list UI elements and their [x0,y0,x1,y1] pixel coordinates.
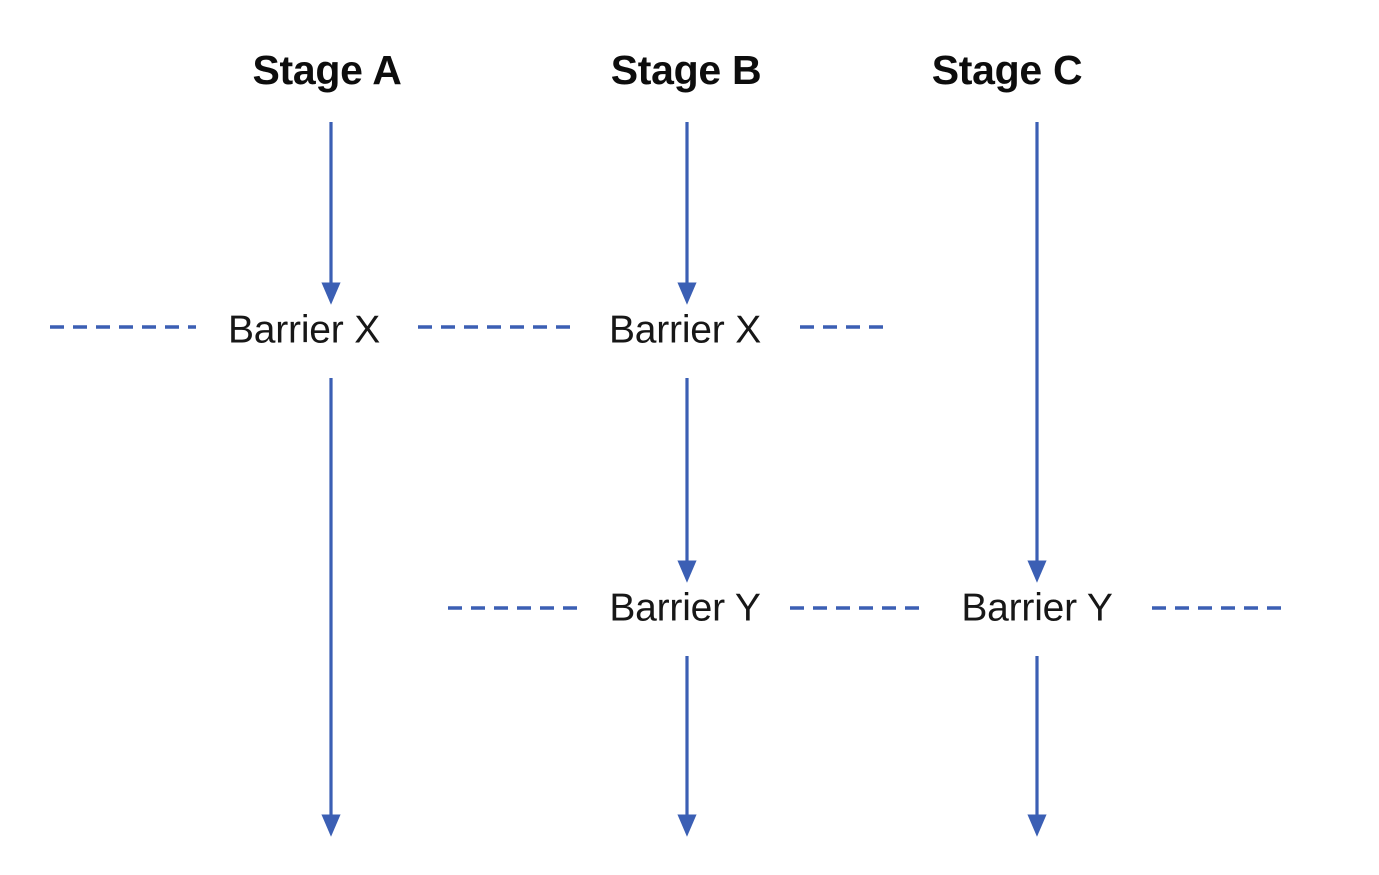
stage-c-title: Stage C [931,47,1083,93]
stage-b-title: Stage B [610,47,762,93]
arrow-layer [321,122,1047,837]
stage-a-title: Stage A [252,47,402,93]
dashed-link-layer [50,325,1282,610]
barrier-y-c-label: Barrier Y [949,588,1125,628]
barrier-y-b-label: Barrier Y [597,588,773,628]
barrier-x-a-label: Barrier X [215,310,393,350]
barrier-x-b-label: Barrier X [596,310,774,350]
